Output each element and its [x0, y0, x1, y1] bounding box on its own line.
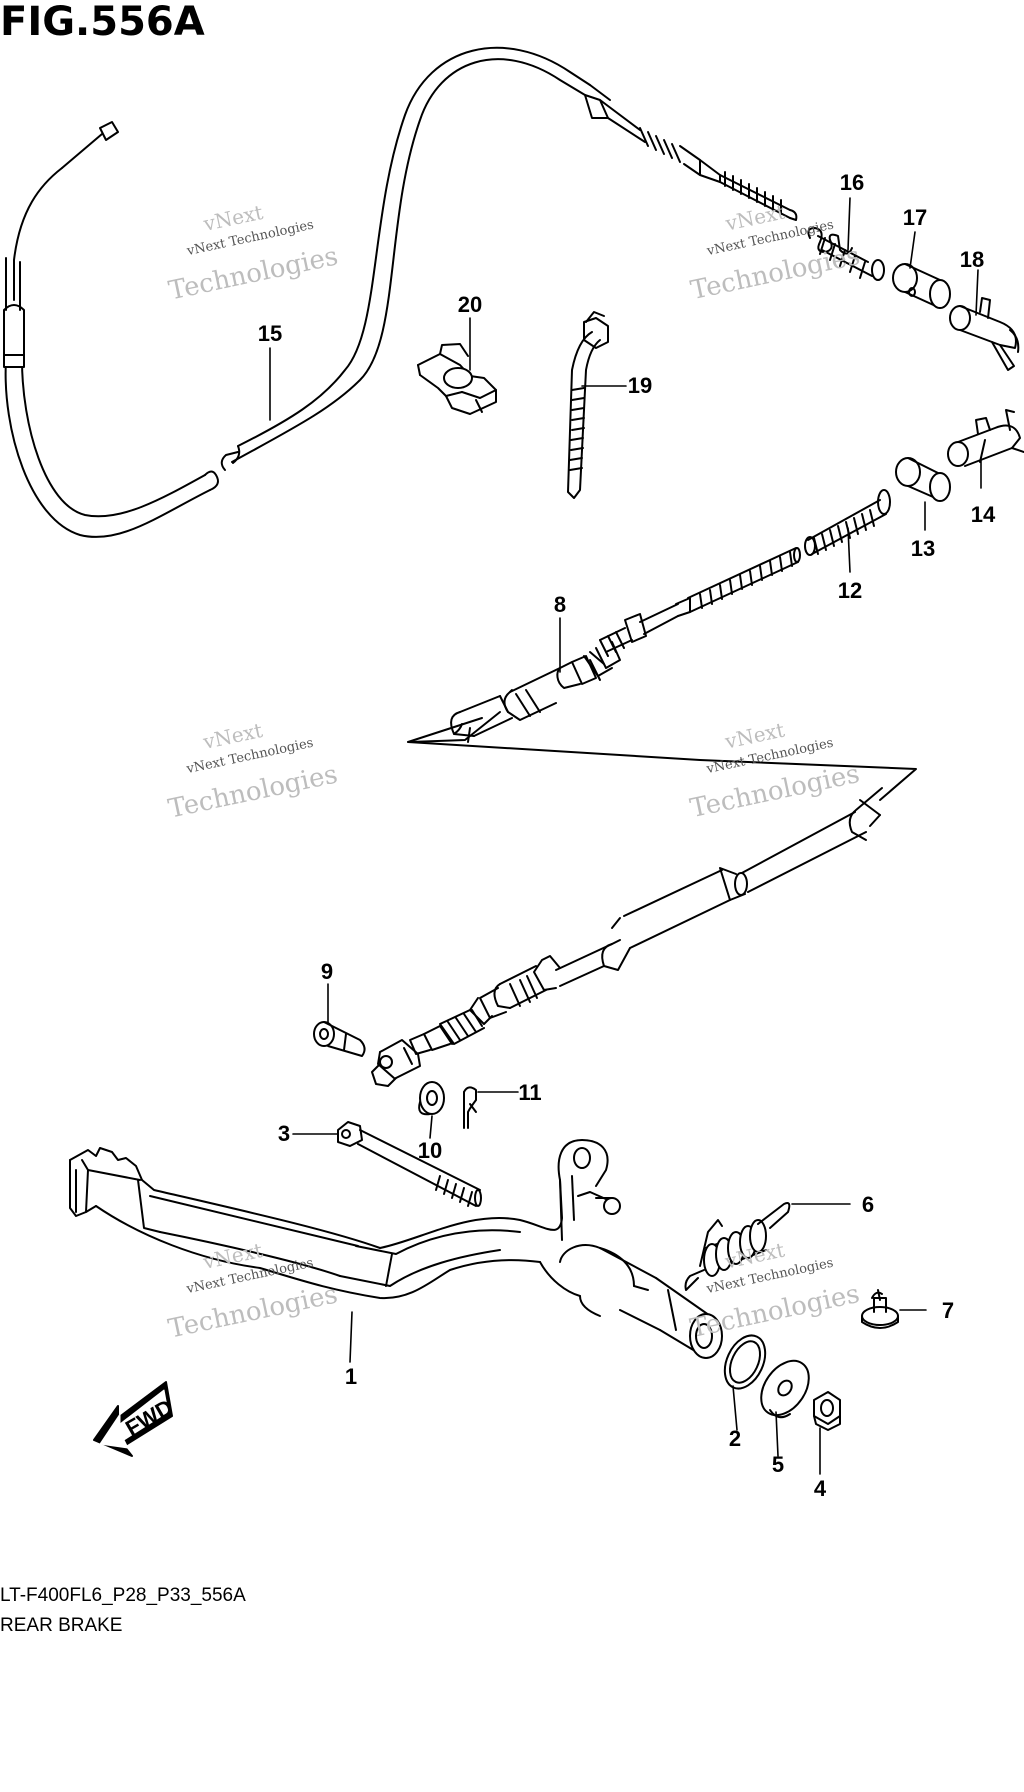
- part-17-sleeve[interactable]: [892, 263, 951, 309]
- cable-break-line: [407, 717, 917, 841]
- part-14-bracket[interactable]: [947, 409, 1024, 467]
- part-4-nut[interactable]: [813, 1391, 841, 1431]
- callout-17: 17: [903, 205, 927, 230]
- part-3-bolt[interactable]: [337, 1121, 482, 1207]
- callout-5: 5: [772, 1452, 784, 1477]
- part-10-washer[interactable]: [418, 1081, 445, 1116]
- part-18-bracket[interactable]: [949, 297, 1020, 371]
- part-20-clamp[interactable]: [417, 343, 497, 415]
- callout-1: 1: [345, 1364, 357, 1389]
- cable-thread-15: [724, 171, 782, 215]
- callout-12: 12: [838, 578, 862, 603]
- part-13-sleeve[interactable]: [895, 457, 951, 502]
- part-1-brake-pedal[interactable]: [69, 1139, 723, 1359]
- callout-7: 7: [942, 1298, 954, 1323]
- watermark-3: vNext vNext Technologies Technologies: [166, 718, 341, 825]
- section-name: REAR BRAKE: [0, 1615, 123, 1636]
- callout-8: 8: [554, 592, 566, 617]
- watermarks: vNext vNext Technologies Technologies vN…: [166, 200, 863, 1345]
- figure-title: FIG.556A: [0, 0, 205, 45]
- callout-6: 6: [862, 1192, 874, 1217]
- watermark-4: vNext vNext Technologies Technologies: [688, 718, 863, 825]
- part-6-spring[interactable]: [684, 1202, 791, 1291]
- watermark-5: vNext vNext Technologies Technologies: [166, 1238, 341, 1345]
- callout-3: 3: [278, 1121, 290, 1146]
- watermark-6: vNext vNext Technologies Technologies: [688, 1238, 863, 1345]
- part-19-cable-tie[interactable]: [567, 311, 609, 499]
- part-9-pin[interactable]: [313, 1021, 366, 1057]
- cable-ribs-15: [639, 127, 681, 163]
- callout-15: 15: [258, 321, 282, 346]
- callout-14: 14: [971, 502, 996, 527]
- figure-code: LT-F400FL6_P28_P33_556A: [0, 1585, 246, 1606]
- part-7-flange-bolt[interactable]: [861, 1289, 899, 1329]
- callout-13: 13: [911, 536, 935, 561]
- leader-lines: [269, 197, 982, 1475]
- forward-direction-arrow-icon: [93, 1381, 173, 1457]
- part-5-washer[interactable]: [751, 1352, 818, 1424]
- part-8-cable-lower[interactable]: [371, 811, 867, 1087]
- callout-4: 4: [814, 1476, 827, 1501]
- callout-18: 18: [960, 247, 984, 272]
- callout-9: 9: [321, 959, 333, 984]
- callout-2: 2: [729, 1426, 741, 1451]
- callout-20: 20: [458, 292, 482, 317]
- callout-numbers: 15 16 17 18 20 19 14 13 12 8 9 10 11 3 6…: [258, 170, 996, 1501]
- part-15-cable[interactable]: [3, 46, 798, 538]
- callout-16: 16: [840, 170, 864, 195]
- part-2-o-ring[interactable]: [717, 1329, 773, 1395]
- part-8-cable[interactable]: [409, 547, 801, 743]
- callout-11: 11: [518, 1080, 541, 1105]
- part-11-cotter-pin[interactable]: [463, 1086, 477, 1129]
- watermark-2: vNext vNext Technologies Technologies: [688, 200, 863, 307]
- callout-19: 19: [628, 373, 652, 398]
- part-12-spring[interactable]: [804, 489, 891, 556]
- callout-10: 10: [418, 1138, 442, 1163]
- part-16-spring[interactable]: [807, 227, 885, 281]
- watermark-1: vNext vNext Technologies Technologies: [166, 200, 341, 307]
